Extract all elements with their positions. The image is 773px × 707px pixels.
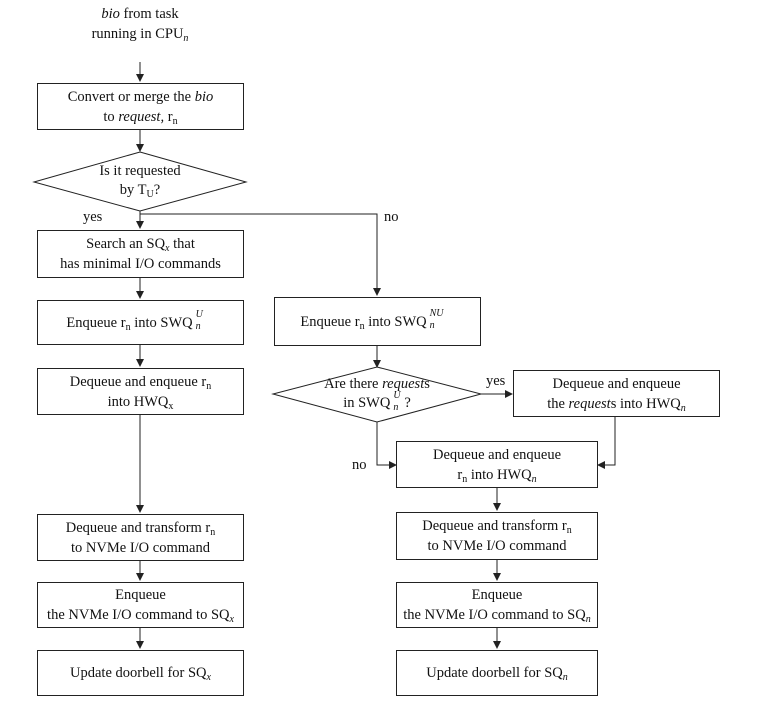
- convert-box: Convert or merge the bio to request, rn: [37, 83, 244, 130]
- dequeue-hwqn-box: Dequeue and enqueue rn into HWQn: [396, 441, 598, 488]
- decision-requests-in-swq: [271, 366, 483, 423]
- enq-cmd-right-sub: n: [585, 614, 591, 625]
- transform-left-text-1: Dequeue and transform r: [65, 519, 211, 536]
- deq-hwqx-text-1: Dequeue and enqueue r: [69, 373, 207, 390]
- transform-right-text-2: to NVMe I/O command: [427, 538, 567, 554]
- search-text-1: Search an SQ: [86, 236, 166, 252]
- enq-u-text-2: into SWQ: [130, 314, 193, 331]
- start-sub: n: [183, 33, 189, 44]
- decision2-sup: U: [393, 389, 401, 401]
- enq-u-text-1: Enqueue r: [66, 314, 126, 331]
- enq-u-bot: n: [195, 321, 201, 333]
- decision1-sub: U: [146, 189, 154, 200]
- convert-request: request,: [118, 108, 165, 125]
- transform-left-box: Dequeue and transform rn to NVMe I/O com…: [37, 514, 244, 561]
- enq-cmd-left-sub: x: [229, 614, 234, 625]
- arrow-no: [140, 213, 381, 296]
- arrow-no2: [376, 422, 397, 469]
- doorbell-left-sub: x: [206, 672, 211, 683]
- search-sub: x: [165, 243, 170, 254]
- decision1-line1: Is it requested: [99, 163, 181, 179]
- deq-req-sub: n: [680, 402, 686, 414]
- deq-hwqx-sub2: x: [168, 400, 174, 412]
- transform-right-text-1: Dequeue and transform r: [422, 518, 567, 534]
- arrow-req-to-hwqn: [597, 416, 616, 469]
- decision2-req: request: [382, 376, 425, 392]
- enq-nu-text-1: Enqueue r: [300, 313, 360, 330]
- enqueue-command-right-box: Enqueue the NVMe I/O command to SQn: [396, 582, 598, 628]
- decision2-text-1b: s: [424, 376, 430, 392]
- deq-hwqn-sub2: n: [531, 473, 537, 485]
- convert-sub: n: [172, 115, 178, 127]
- enq-cmd-right-text-1: Enqueue: [471, 587, 523, 603]
- yes-label: yes: [83, 209, 103, 225]
- enq-nu-sub: n: [359, 320, 365, 332]
- convert-text-2: to: [103, 108, 119, 125]
- deq-hwqx-sub: n: [206, 380, 212, 392]
- doorbell-left-box: Update doorbell for SQx: [37, 650, 244, 696]
- decision1-line2: by T: [119, 182, 147, 198]
- decision-requested-by-tu: [32, 151, 248, 212]
- dequeue-hwqx-box: Dequeue and enqueue rn into HWQx: [37, 368, 244, 415]
- doorbell-right-text: Update doorbell for SQ: [426, 665, 563, 681]
- enq-nu-text-2: into SWQ: [364, 313, 427, 330]
- doorbell-right-sub: n: [562, 672, 568, 683]
- enq-nu-bot: n: [429, 320, 435, 332]
- yes2-label: yes: [486, 373, 506, 389]
- search-box: Search an SQx that has minimal I/O comma…: [37, 230, 244, 278]
- bio-text: bio: [101, 6, 120, 22]
- start-label: bio from task running in CPUn: [60, 4, 220, 44]
- search-text-2: that: [169, 236, 195, 252]
- transform-left-text-2: to NVMe I/O command: [71, 539, 210, 556]
- enq-u-sup: U: [195, 309, 203, 321]
- enq-cmd-left-text-2: the NVMe I/O command to SQ: [47, 607, 230, 623]
- convert-r: r: [164, 108, 173, 125]
- enq-nu-sup: NU: [429, 308, 444, 320]
- dequeue-requests-box: Dequeue and enqueue the requests into HW…: [513, 370, 720, 417]
- deq-req-text-1: Dequeue and enqueue: [552, 375, 681, 392]
- deq-hwqn-text-2: r: [457, 466, 463, 483]
- start-text-2: running in CPU: [91, 26, 184, 42]
- transform-right-sub: n: [566, 525, 572, 536]
- enq-u-sub: n: [125, 321, 131, 333]
- start-text-1: from task: [119, 6, 179, 22]
- convert-bio: bio: [194, 88, 214, 105]
- doorbell-right-box: Update doorbell for SQn: [396, 650, 598, 696]
- transform-right-box: Dequeue and transform rn to NVMe I/O com…: [396, 512, 598, 560]
- no2-label: no: [352, 457, 367, 473]
- decision2-text-1: Are there: [324, 376, 383, 392]
- decision2-text-2: in SWQ: [343, 395, 391, 411]
- deq-hwqn-sub: n: [462, 473, 468, 485]
- enq-cmd-right-text-2: the NVMe I/O command to SQ: [403, 607, 586, 623]
- decision1-text: Is it requested by TU?: [60, 162, 220, 200]
- deq-req-text-2a: the: [547, 395, 569, 412]
- doorbell-left-text: Update doorbell for SQ: [70, 665, 207, 681]
- decision1-q: ?: [153, 182, 161, 198]
- transform-left-sub: n: [210, 526, 216, 538]
- deq-req-text-2b: s into HWQ: [610, 395, 681, 412]
- enq-cmd-left-text-1: Enqueue: [115, 587, 166, 603]
- search-text-3: has minimal I/O commands: [60, 256, 221, 272]
- decision2-q: ?: [404, 395, 411, 411]
- deq-req-req: request: [568, 395, 611, 412]
- deq-hwqx-text-2: into HWQ: [107, 393, 169, 410]
- no-label: no: [384, 209, 399, 225]
- deq-hwqn-text-3: into HWQ: [467, 466, 532, 483]
- convert-text-1: Convert or merge the: [67, 88, 195, 105]
- decision2-bot: n: [393, 401, 399, 413]
- deq-hwqn-text-1: Dequeue and enqueue: [432, 446, 562, 463]
- enqueue-command-left-box: Enqueue the NVMe I/O command to SQx: [37, 582, 244, 628]
